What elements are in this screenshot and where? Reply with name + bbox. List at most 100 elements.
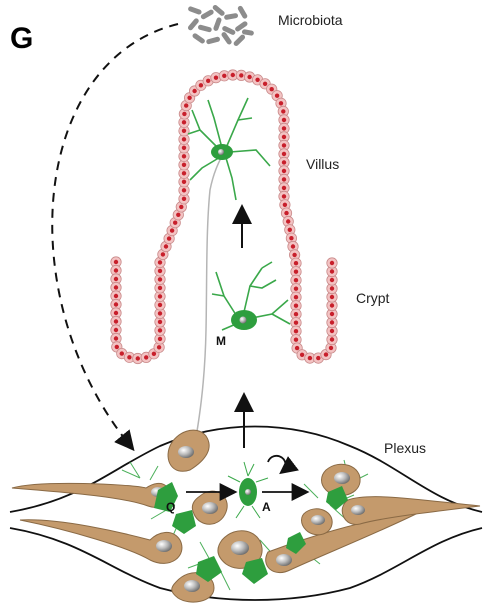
epithelial-nucleus <box>179 205 183 209</box>
epithelial-nucleus <box>184 103 188 107</box>
epithelial-nucleus <box>161 252 165 256</box>
epithelial-nucleus <box>270 87 274 91</box>
q-label: Q <box>166 500 175 514</box>
epithelial-nucleus <box>173 221 177 225</box>
epithelial-nucleus <box>282 126 286 130</box>
epithelial-nucleus <box>158 269 162 273</box>
epithelial-nucleus <box>308 356 312 360</box>
epithelial-nucleus <box>182 129 186 133</box>
epithelial-nucleus <box>294 304 298 308</box>
epithelial-nucleus <box>120 351 124 355</box>
epithelial-nucleus <box>114 328 118 332</box>
epithelial-nucleus <box>282 177 286 181</box>
epithelial-nucleus <box>294 261 298 265</box>
epithelial-nucleus <box>282 160 286 164</box>
epithelial-nucleus <box>279 101 283 105</box>
villus-label: Villus <box>306 156 339 172</box>
epithelial-nucleus <box>127 355 131 359</box>
epithelial-nucleus <box>282 194 286 198</box>
epithelial-nucleus <box>282 143 286 147</box>
epithelial-nucleus <box>247 75 251 79</box>
epithelial-nucleus <box>144 355 148 359</box>
epithelial-nucleus <box>294 270 298 274</box>
epithelial-nucleus <box>330 337 334 341</box>
epithelial-nucleus <box>187 96 191 100</box>
epithelial-nucleus <box>114 260 118 264</box>
epithelial-nucleus <box>182 171 186 175</box>
epithelial-nucleus <box>330 278 334 282</box>
epithelial-nucleus <box>158 337 162 341</box>
epithelial-nucleus <box>283 203 287 207</box>
epithelial-nucleus <box>157 345 161 349</box>
epithelial-nucleus <box>286 219 290 223</box>
epithelial-nucleus <box>182 180 186 184</box>
epithelial-nucleus <box>214 76 218 80</box>
panel-letter: G <box>10 22 33 56</box>
epithelial-nucleus <box>170 228 174 232</box>
epithelial-nucleus <box>281 109 285 113</box>
enteric-neuron <box>192 491 227 524</box>
epithelial-nucleus <box>294 329 298 333</box>
epithelial-nucleus <box>330 312 334 316</box>
microbiota-cluster-icon <box>187 4 254 47</box>
epithelial-nucleus <box>114 294 118 298</box>
epithelial-nucleus <box>289 236 293 240</box>
epithelial-nucleus <box>275 94 279 98</box>
epithelial-nucleus <box>167 236 171 240</box>
epithelial-nucleus <box>114 311 118 315</box>
epithelial-nucleus <box>182 112 186 116</box>
epithelial-nucleus <box>222 74 226 78</box>
epithelial-nucleus <box>300 353 304 357</box>
enteric-neuron <box>20 520 182 564</box>
epithelial-nucleus <box>292 253 296 257</box>
epithelial-nucleus <box>199 83 203 87</box>
epithelial-nucleus <box>282 118 286 122</box>
epithelial-nucleus <box>158 286 162 290</box>
epithelial-nucleus <box>291 244 295 248</box>
axon-projection <box>190 150 225 470</box>
epithelial-nucleus <box>164 244 168 248</box>
epithelial-nucleus <box>136 356 140 360</box>
epithelial-nucleus <box>294 295 298 299</box>
mucosal-glial-cell-m <box>212 262 290 330</box>
epithelial-nucleus <box>329 346 333 350</box>
crypt-label: Crypt <box>356 290 389 306</box>
epithelial-nucleus <box>176 213 180 217</box>
epithelial-nucleus <box>182 137 186 141</box>
intestinal-epithelium <box>111 70 337 364</box>
epithelial-nucleus <box>114 268 118 272</box>
epithelial-nucleus <box>294 321 298 325</box>
villus-glial-cell <box>188 98 270 200</box>
epithelial-nucleus <box>239 73 243 77</box>
epithelial-nucleus <box>158 260 162 264</box>
epithelial-nucleus <box>152 352 156 356</box>
epithelial-nucleus <box>282 152 286 156</box>
epithelial-nucleus <box>158 294 162 298</box>
epithelial-nucleus <box>288 228 292 232</box>
epithelial-nucleus <box>330 295 334 299</box>
epithelial-nucleus <box>182 146 186 150</box>
plexus-label: Plexus <box>384 440 426 456</box>
epithelial-nucleus <box>158 320 162 324</box>
epithelial-nucleus <box>158 277 162 281</box>
epithelial-nucleus <box>114 285 118 289</box>
epithelial-nucleus <box>255 78 259 82</box>
microbiota-label: Microbiota <box>278 12 343 28</box>
circular-arrow-icon <box>268 456 286 472</box>
epithelial-nucleus <box>330 286 334 290</box>
epithelial-nucleus <box>294 338 298 342</box>
epithelial-nucleus <box>330 303 334 307</box>
epithelial-nucleus <box>282 135 286 139</box>
enteric-neuron <box>168 430 209 471</box>
epithelial-nucleus <box>158 303 162 307</box>
epithelial-nucleus <box>182 163 186 167</box>
epithelial-nucleus <box>114 302 118 306</box>
epithelial-nucleus <box>330 269 334 273</box>
epithelial-nucleus <box>182 120 186 124</box>
epithelial-nucleus <box>182 154 186 158</box>
enteric-neuron <box>12 483 171 507</box>
epithelial-nucleus <box>192 89 196 93</box>
epithelial-nucleus <box>158 328 162 332</box>
epithelial-nucleus <box>284 211 288 215</box>
